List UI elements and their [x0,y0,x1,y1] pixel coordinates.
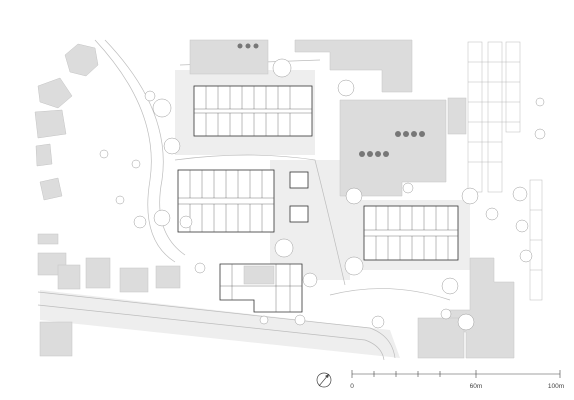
trees [99,58,546,331]
tree [133,215,147,229]
neighbor-building [119,267,149,293]
tree [535,97,545,107]
pavilion [289,171,309,189]
neighbor-building [39,321,73,357]
neighbor-building [294,39,413,93]
tree-dot [403,131,409,137]
south-road-edge-2 [37,304,385,361]
courtyard-roof [243,265,275,285]
scale-label-0: 0 [350,383,354,390]
building-outline [193,85,313,137]
new-building-south [219,263,303,313]
parking-row [467,41,483,193]
building-outline [219,263,303,313]
unit-dividers [189,170,263,232]
scale-label-100m: 100m [548,383,564,390]
tree [272,58,292,78]
parking-row [505,41,521,133]
tree [259,315,269,325]
tree-dot [359,151,365,157]
neighbor-building [64,43,99,77]
north-arrow-icon [316,372,332,388]
neighbor-building [34,109,67,139]
tree [194,262,206,274]
tree-dot [245,43,251,49]
tree [144,90,156,102]
neighbor-building [37,233,59,245]
new-building-north [193,85,313,137]
tree [163,137,181,155]
tree [457,313,475,331]
tree [99,149,109,159]
tree [179,215,193,229]
neighbor-building [37,77,73,109]
tree [461,187,479,205]
neighbor-building [39,177,63,201]
tree [402,182,414,194]
tree [294,314,306,326]
tree [152,98,172,118]
tree [440,308,452,320]
tree [371,315,385,329]
neighbor-building [155,265,181,289]
west-curve-path-2 [104,39,186,256]
neighbor-building [445,257,515,359]
tree-grid [237,43,425,157]
south-lane [40,290,400,358]
tree [534,128,546,140]
tree-dot [411,131,417,137]
tree-dot [375,151,381,157]
south-road-edge-1 [37,291,396,359]
tree-dot [419,131,425,137]
tree [302,272,318,288]
tree [519,249,533,263]
east-path [329,288,451,301]
tree-dot [383,151,389,157]
building-outline [363,205,459,261]
tree-dot [367,151,373,157]
unit-dividers [375,206,449,260]
tree [131,159,141,169]
neighbor-building [447,97,467,135]
parking-row [487,41,503,193]
neighbor-building [339,99,447,197]
scale-bar: 0 60m 100m [350,370,564,390]
tree-dot [237,43,243,49]
west-curve-path-1 [94,39,176,263]
neighbor-buildings [34,39,515,359]
neighbor-building [35,143,53,167]
campus-path [174,154,346,286]
neighbor-building [57,264,81,290]
tree-dot [253,43,259,49]
tree [337,79,355,97]
pavilion [289,205,309,223]
unit-dividers [205,86,291,136]
tree [274,238,294,258]
tree [344,256,364,276]
tree [345,187,363,205]
tree [153,209,171,227]
tree [512,186,528,202]
neighbor-building [417,317,465,359]
tree [515,219,529,233]
roads [37,39,451,361]
pavilions [289,171,309,223]
tree [441,277,459,295]
scale-label-60m: 60m [470,383,483,390]
new-building-center [177,169,275,233]
neighbor-building [85,257,111,289]
tree [485,207,499,221]
tree [115,195,125,205]
tree-dot [395,131,401,137]
new-building-east [363,205,459,261]
